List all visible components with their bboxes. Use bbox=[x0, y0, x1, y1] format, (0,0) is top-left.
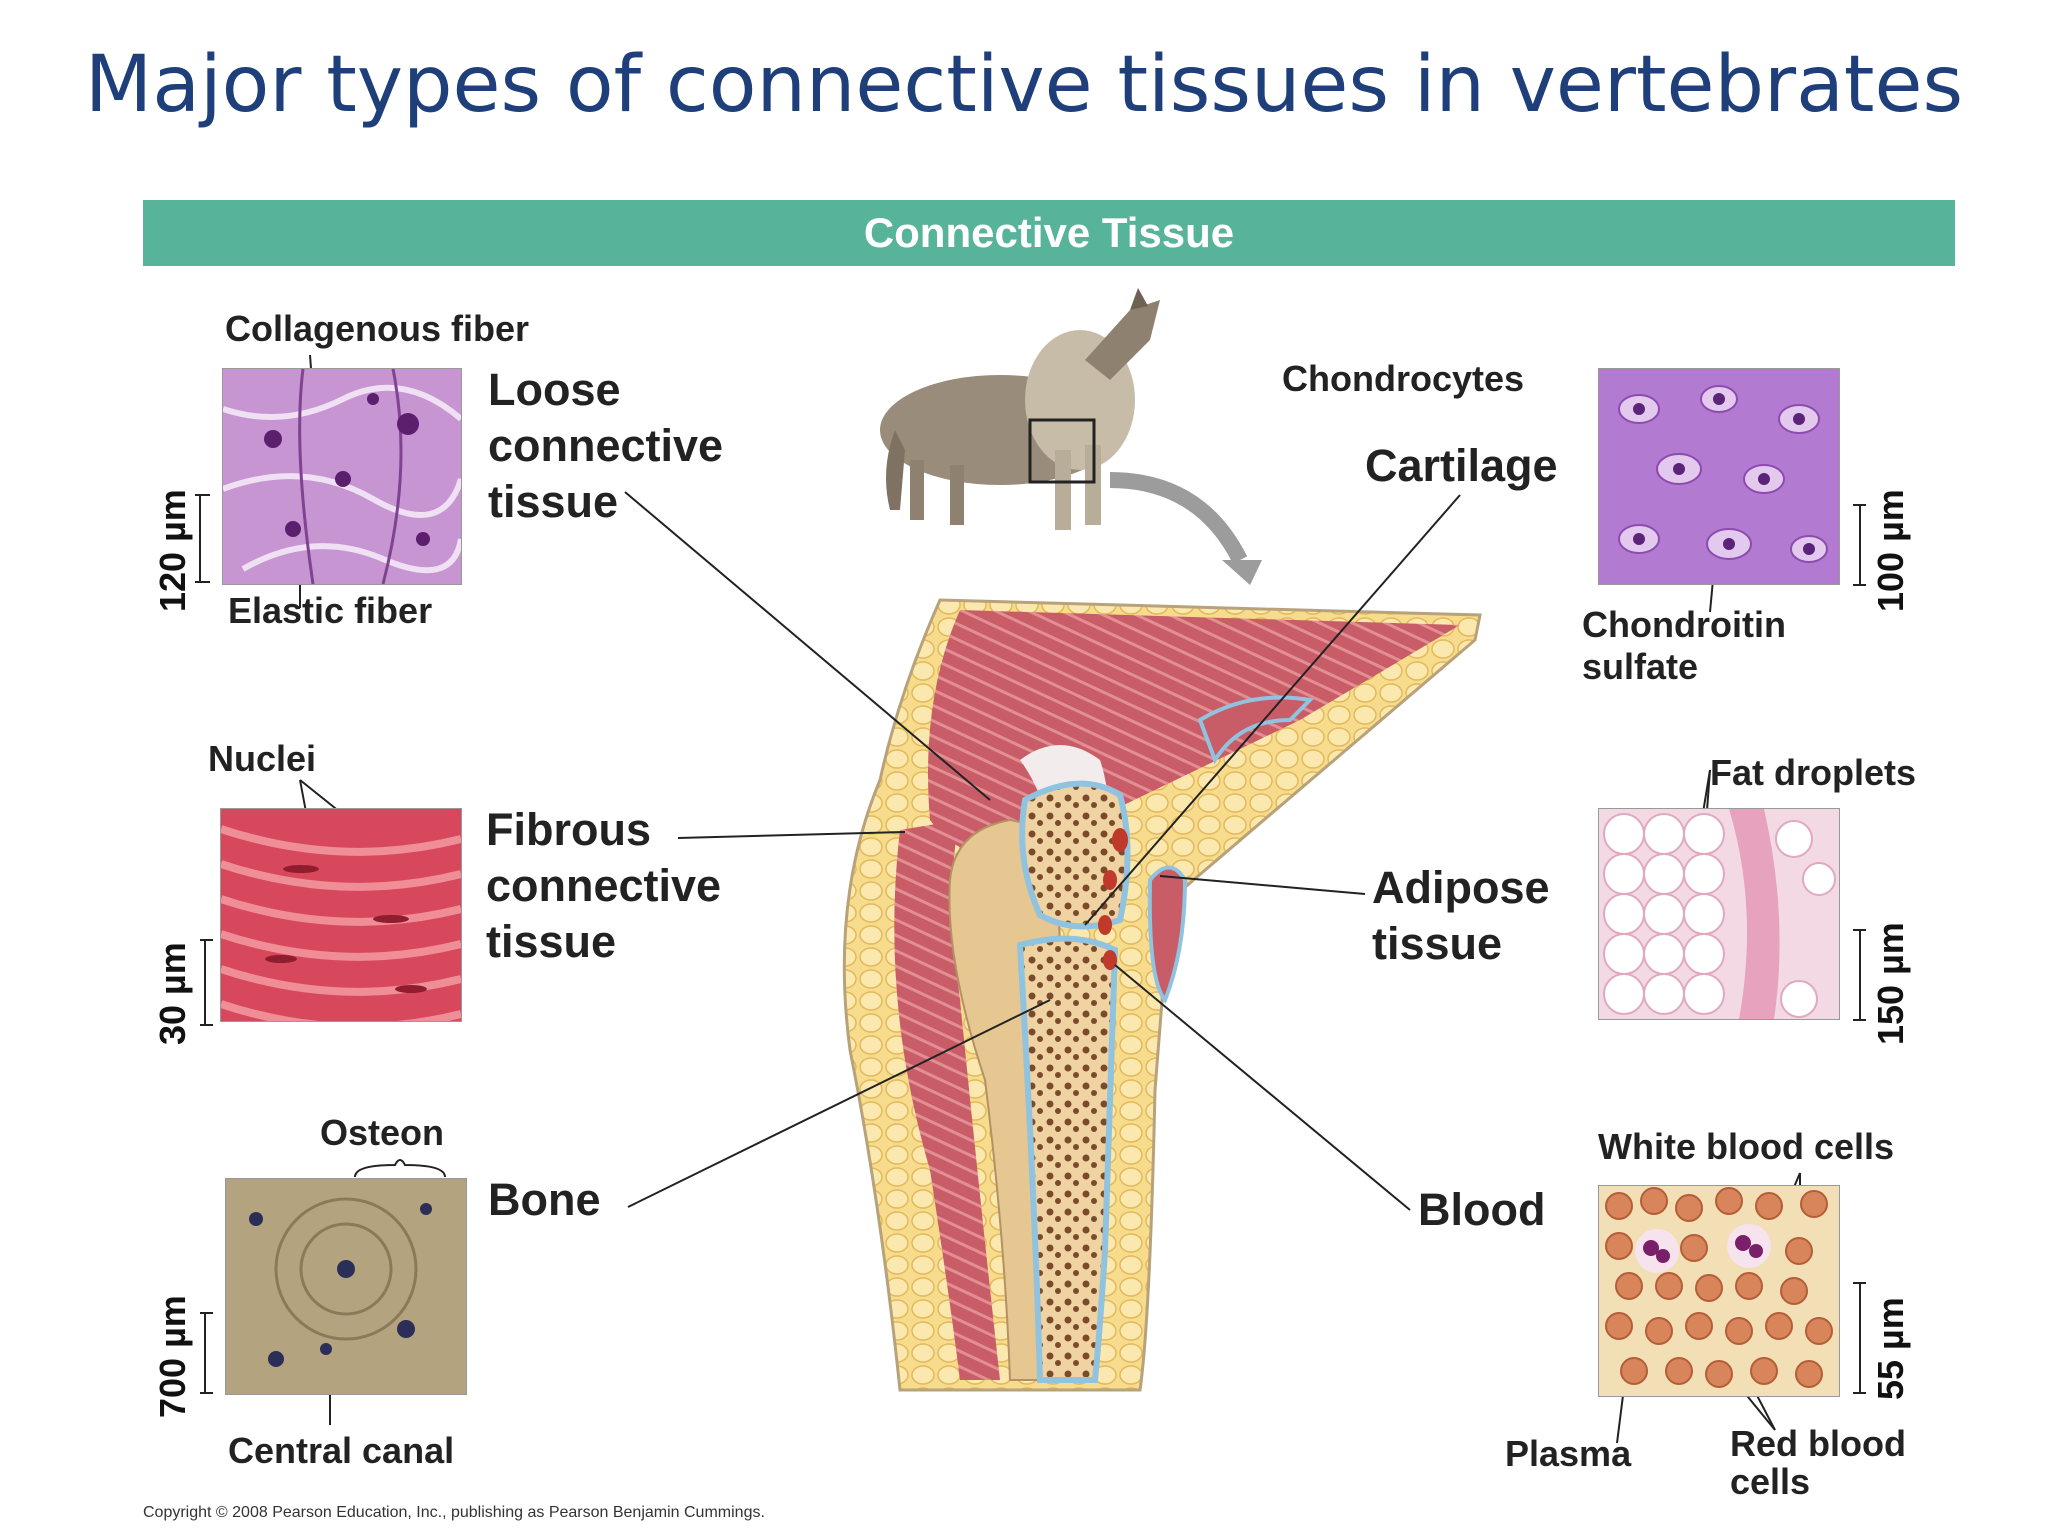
scale-loose: 120 µm bbox=[152, 489, 193, 612]
leg-cross-section bbox=[842, 598, 1482, 1392]
cartilage-micrograph bbox=[1598, 368, 1840, 585]
scale-cartilage: 100 µm bbox=[1870, 489, 1911, 612]
cartilage-label: Cartilage bbox=[1365, 440, 1558, 491]
white-blood-cells-label: White blood cells bbox=[1598, 1126, 1895, 1167]
elastic-fiber-label: Elastic fiber bbox=[228, 590, 433, 631]
fibrous-tissue-micrograph bbox=[220, 808, 462, 1022]
blood-micrograph bbox=[1598, 1185, 1840, 1397]
nuclei-label: Nuclei bbox=[208, 738, 317, 779]
bone-micrograph bbox=[225, 1178, 467, 1395]
wolf-illustration bbox=[880, 288, 1262, 585]
scale-bone: 700 µm bbox=[152, 1295, 193, 1418]
osteon-label: Osteon bbox=[320, 1112, 445, 1153]
blood-label: Blood bbox=[1418, 1184, 1546, 1235]
adipose-micrograph bbox=[1598, 808, 1840, 1020]
fat-droplets-label: Fat droplets bbox=[1710, 752, 1917, 793]
loose-tissue-micrograph bbox=[222, 368, 462, 585]
bone-label: Bone bbox=[488, 1174, 601, 1225]
chondrocytes-label: Chondrocytes bbox=[1282, 358, 1525, 399]
central-canal-label: Central canal bbox=[228, 1430, 455, 1471]
plasma-label: Plasma bbox=[1505, 1433, 1632, 1474]
scale-blood: 55 µm bbox=[1870, 1297, 1911, 1400]
page-title: Major types of connective tissues in ver… bbox=[84, 40, 1964, 130]
scale-adipose: 150 µm bbox=[1870, 922, 1911, 1045]
collagenous-fiber-label: Collagenous fiber bbox=[225, 308, 530, 349]
zoom-box bbox=[1028, 418, 1096, 484]
scale-fibrous: 30 µm bbox=[152, 942, 193, 1045]
section-banner: Connective Tissue bbox=[143, 200, 1955, 266]
copyright-notice: Copyright © 2008 Pearson Education, Inc.… bbox=[143, 1504, 765, 1521]
